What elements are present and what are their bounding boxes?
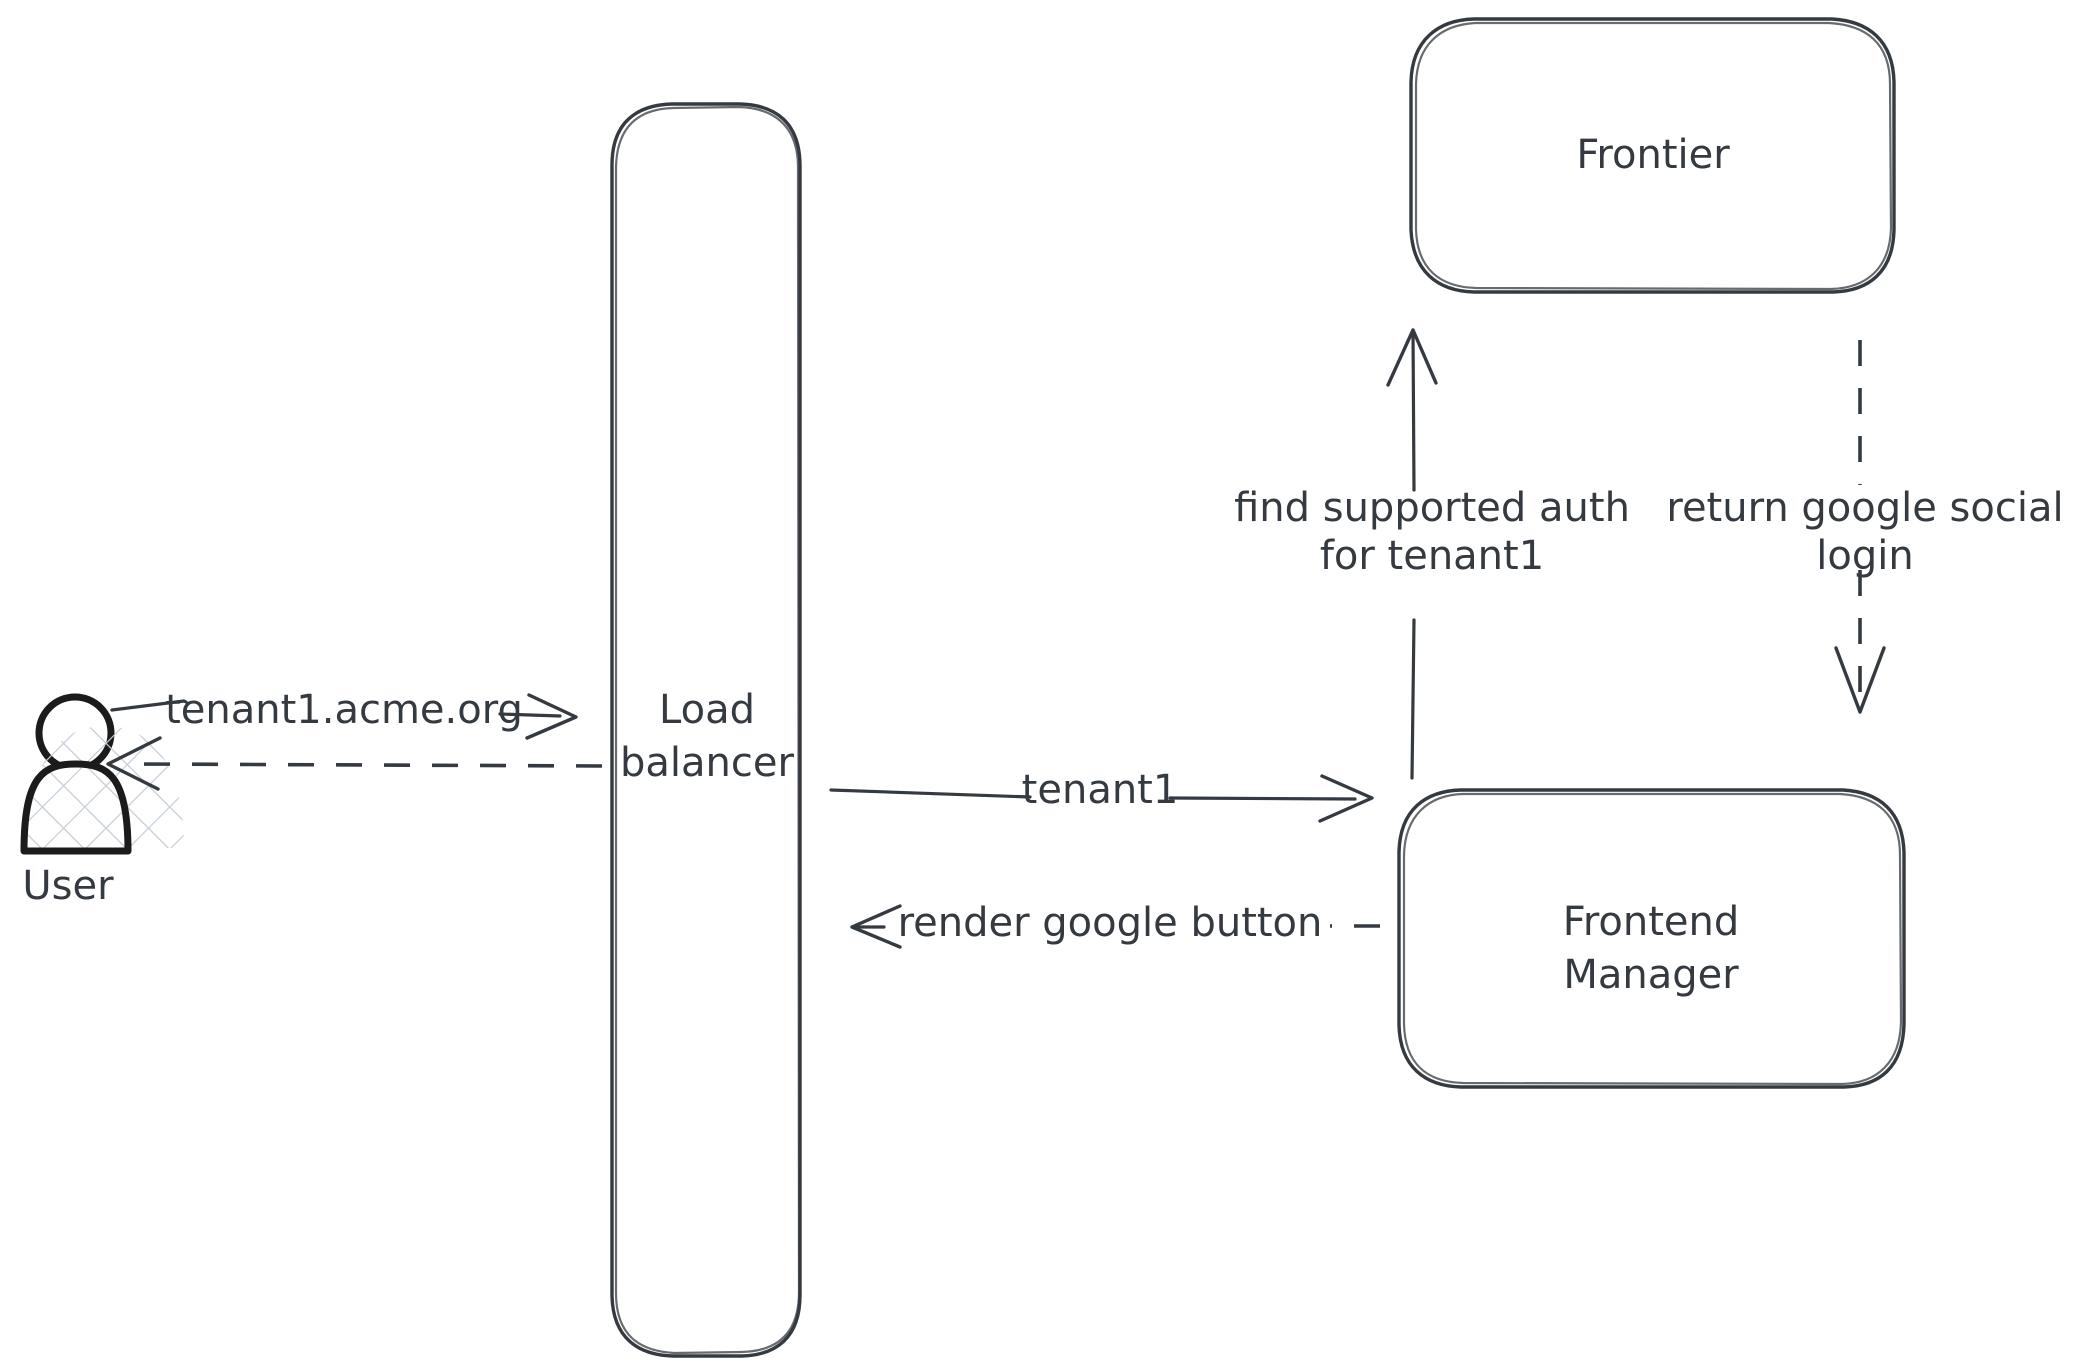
node-frontend-manager[interactable]: Frontend Manager <box>1397 788 1906 1089</box>
node-label-load-balancer-line2: balancer <box>620 740 794 786</box>
edge-label-fm-to-frontier-line1: find supported auth <box>1234 485 1630 531</box>
edge-fm-to-lb: render google button <box>850 900 1380 949</box>
edge-label-user-to-lb: tenant1.acme.org <box>165 687 523 733</box>
edge-frontier-to-fm: return google social login <box>1666 340 2064 714</box>
node-label-frontend-manager-line1: Frontend <box>1563 899 1740 945</box>
edge-user-to-lb: tenant1.acme.org <box>110 687 578 740</box>
node-label-load-balancer-line1: Load <box>659 687 755 733</box>
edge-lb-to-fm: tenant1 <box>829 767 1374 823</box>
node-label-frontend-manager-line2: Manager <box>1563 952 1739 998</box>
node-frontier[interactable]: Frontier <box>1409 17 1896 294</box>
edge-label-frontier-to-fm-line2: login <box>1816 533 1913 579</box>
actor-user[interactable]: User <box>10 688 210 909</box>
node-load-balancer[interactable]: Load balancer <box>610 102 802 1358</box>
edge-label-fm-to-lb: render google button <box>898 900 1323 946</box>
edge-label-frontier-to-fm-line1: return google social <box>1666 485 2063 531</box>
edge-label-lb-to-fm: tenant1 <box>1022 767 1179 813</box>
node-label-frontier-line1: Frontier <box>1576 132 1730 178</box>
edge-label-fm-to-frontier-line2: for tenant1 <box>1320 533 1544 579</box>
edge-lb-to-user <box>106 736 603 791</box>
actor-label-user: User <box>22 863 114 909</box>
edge-fm-to-frontier: find supported auth for tenant1 <box>1234 328 1630 780</box>
